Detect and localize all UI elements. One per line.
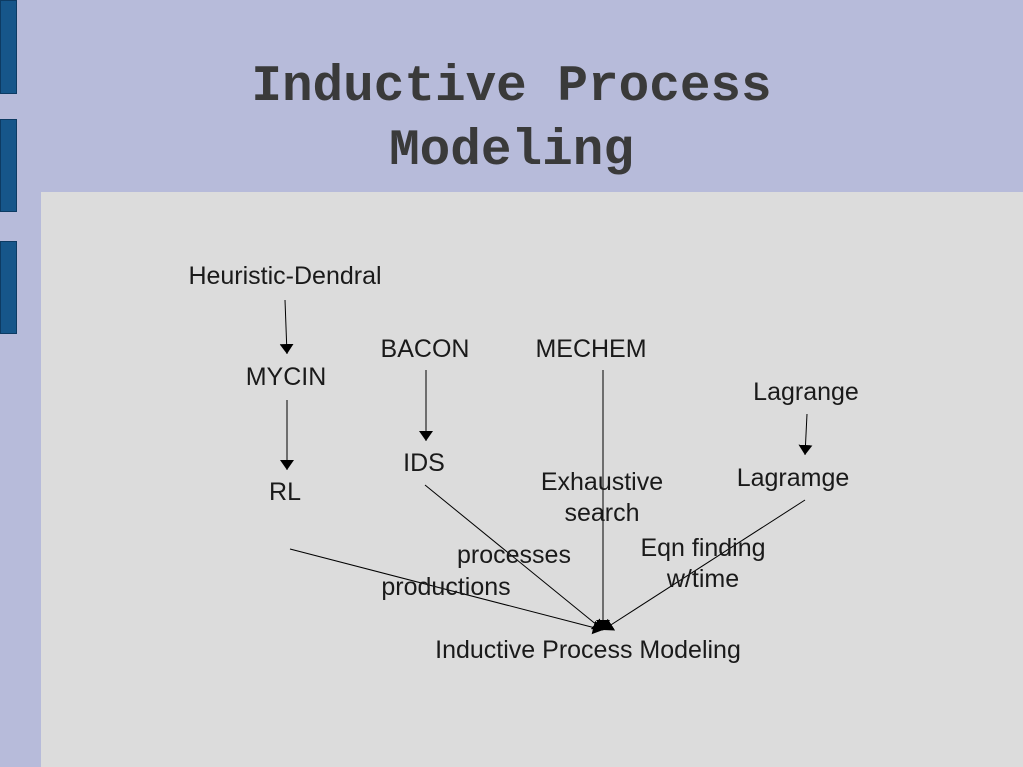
node-inductive-process-modeling: Inductive Process Modeling (435, 636, 741, 664)
edge-label-productions: productions (381, 573, 511, 601)
slide-title-line1: Inductive Process (251, 59, 772, 116)
side-tab-1 (0, 0, 17, 94)
edge-label-eqn-finding: Eqn finding w/time (640, 534, 766, 593)
edge-label-exhaustive-search: Exhaustive search (540, 468, 664, 527)
node-rl: RL (269, 478, 301, 506)
slide-title-line2: Modeling (389, 123, 634, 180)
node-bacon: BACON (380, 335, 470, 363)
node-lagrange: Lagrange (753, 378, 859, 406)
edge-rl-to-ipm (289, 548, 604, 635)
node-mechem: MECHEM (535, 335, 647, 363)
side-tab-2 (0, 119, 17, 212)
edge-ids-to-ipm (424, 484, 604, 631)
edge-dendral-to-mycin (279, 299, 294, 355)
node-heuristic-dendral: Heuristic-Dendral (188, 262, 382, 290)
side-tab-3 (0, 241, 17, 334)
slide-content-area (41, 192, 1023, 767)
edge-lagrange-to-lagramge (798, 413, 813, 456)
node-lagramge: Lagramge (736, 464, 850, 492)
node-ids: IDS (403, 449, 445, 477)
node-mycin: MYCIN (245, 363, 327, 391)
edge-label-processes: processes (457, 541, 571, 569)
slide-title: Inductive Process Modeling (0, 56, 1023, 184)
edge-lagramge-to-ipm (602, 499, 806, 631)
